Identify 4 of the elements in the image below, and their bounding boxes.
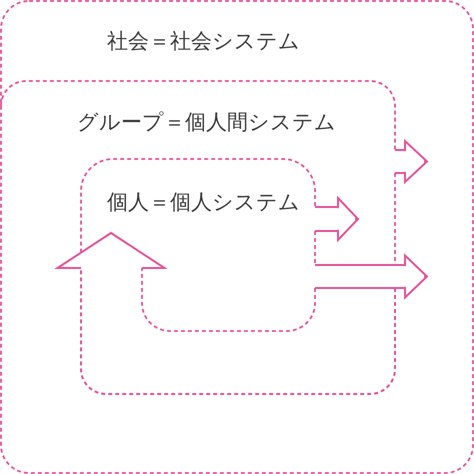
region-label: 個人＝個人システム: [107, 190, 300, 215]
region-label: グループ＝個人間システム: [77, 110, 336, 135]
dashed-boundary: [80, 158, 316, 332]
region-label: 社会＝社会システム: [107, 29, 300, 54]
